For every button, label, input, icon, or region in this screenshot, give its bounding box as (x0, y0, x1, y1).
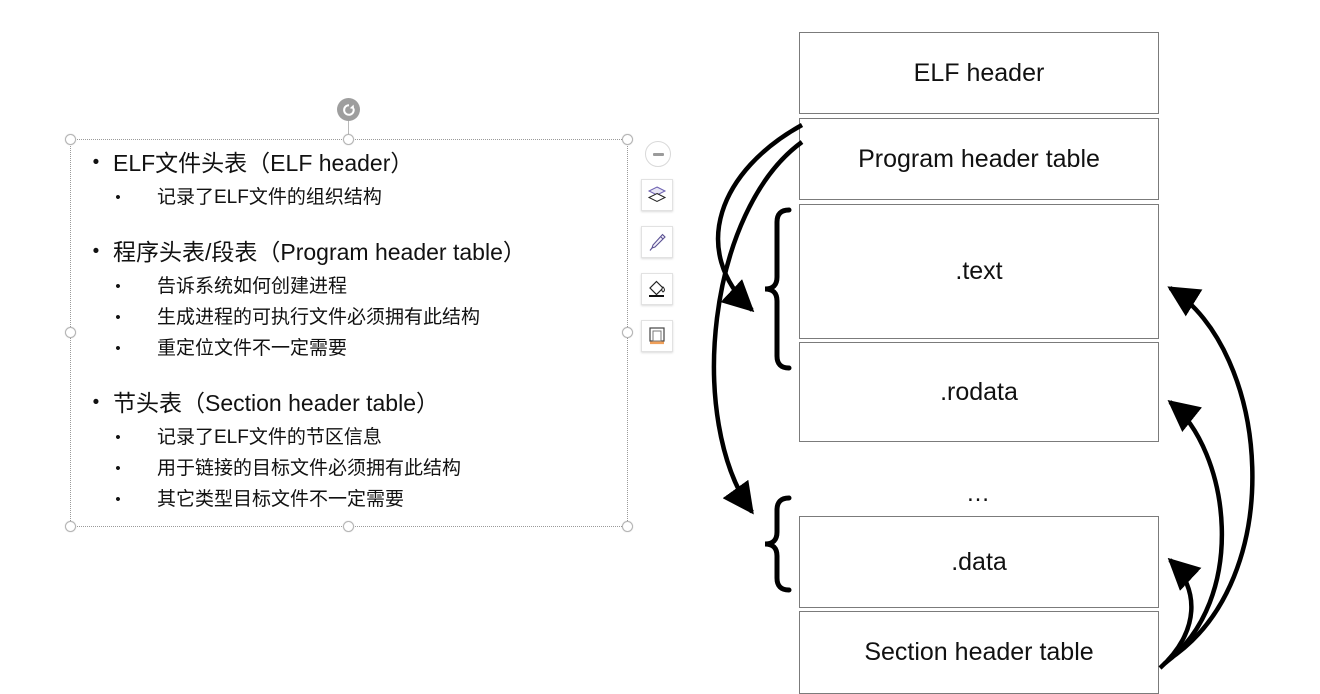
list-item-label: 告诉系统如何创建进程 (157, 276, 348, 297)
shadow-tool-button[interactable] (641, 320, 673, 352)
list-item-label: 程序头表/段表（Program header table） (113, 239, 526, 265)
resize-handle-bottom-left[interactable] (65, 521, 76, 532)
list-item-label: ELF文件头表（ELF header） (113, 150, 414, 176)
resize-handle-bottom-center[interactable] (343, 521, 354, 532)
list-item-label: 用于链接的目标文件必须拥有此结构 (157, 458, 462, 479)
brace-segments-bottom (764, 495, 792, 593)
resize-handle-middle-right[interactable] (622, 327, 633, 338)
list-item[interactable]: • 记录了ELF文件的组织结构 (79, 182, 619, 213)
resize-handle-middle-left[interactable] (65, 327, 76, 338)
fill-icon (649, 280, 665, 297)
list-item-label: 生成进程的可执行文件必须拥有此结构 (157, 307, 481, 328)
bullet-list: • ELF文件头表（ELF header） • 记录了ELF文件的组织结构 • … (71, 140, 627, 515)
shadow-icon (649, 327, 665, 345)
minus-icon (652, 152, 664, 156)
list-item[interactable]: • ELF文件头表（ELF header） (79, 146, 619, 180)
diagram-box-data-section[interactable]: .data (799, 516, 1159, 608)
resize-handle-top-left[interactable] (65, 134, 76, 145)
list-item-label: 重定位文件不一定需要 (157, 338, 348, 359)
diagram-connectors (711, 123, 1255, 670)
diagram-box-program-header-table[interactable]: Program header table (799, 118, 1159, 200)
bullet-glyph: • (115, 278, 121, 295)
arrow-phdr-to-segments-bottom (711, 140, 804, 515)
arrow-phdr-to-segments-top (715, 123, 804, 313)
resize-handle-bottom-right[interactable] (622, 521, 633, 532)
list-item[interactable]: • 记录了ELF文件的节区信息 (79, 422, 619, 453)
bullet-glyph: • (115, 340, 121, 357)
brush-tool-button[interactable] (641, 226, 673, 258)
text-placeholder[interactable]: • ELF文件头表（ELF header） • 记录了ELF文件的组织结构 • … (65, 134, 633, 532)
arrow-shdr-to-data (1158, 557, 1202, 670)
resize-handle-top-center[interactable] (343, 134, 354, 145)
bullet-glyph: • (92, 241, 100, 262)
list-item[interactable]: • 程序头表/段表（Program header table） (79, 235, 619, 269)
rotation-handle[interactable] (337, 98, 360, 121)
bullet-glyph: • (115, 429, 121, 446)
bullet-glyph: • (115, 189, 121, 206)
arrow-shdr-to-rodata (1162, 400, 1225, 666)
layers-tool-button[interactable] (641, 179, 673, 211)
rotation-handle-stem (348, 118, 349, 140)
bullet-glyph: • (115, 491, 121, 508)
list-item-label: 节头表（Section header table） (113, 390, 439, 416)
list-item-label: 记录了ELF文件的组织结构 (157, 187, 382, 208)
diagram-ellipsis: … (966, 480, 992, 507)
elf-layout-diagram: ELF header Program header table .text .r… (690, 20, 1320, 694)
resize-handle-top-right[interactable] (622, 134, 633, 145)
diagram-box-rodata-section[interactable]: .rodata (799, 342, 1159, 442)
list-item-label: 记录了ELF文件的节区信息 (157, 427, 382, 448)
diagram-box-text-section[interactable]: .text (799, 204, 1159, 339)
list-item[interactable]: • 重定位文件不一定需要 (79, 333, 619, 364)
bullet-glyph: • (115, 309, 121, 326)
floating-toolbar (641, 141, 675, 367)
list-item[interactable]: • 生成进程的可执行文件必须拥有此结构 (79, 302, 619, 333)
list-spacer (79, 364, 619, 386)
layers-icon (647, 186, 667, 203)
bullet-glyph: • (92, 152, 100, 173)
fill-tool-button[interactable] (641, 273, 673, 305)
list-item[interactable]: • 用于链接的目标文件必须拥有此结构 (79, 453, 619, 484)
list-item[interactable]: • 节头表（Section header table） (79, 386, 619, 420)
list-item[interactable]: • 其它类型目标文件不一定需要 (79, 484, 619, 515)
diagram-box-elf-header[interactable]: ELF header (799, 32, 1159, 114)
brush-icon (649, 233, 666, 251)
list-item-label: 其它类型目标文件不一定需要 (157, 489, 405, 510)
brace-segments-top (764, 207, 792, 371)
list-item[interactable]: • 告诉系统如何创建进程 (79, 271, 619, 302)
bullet-glyph: • (115, 460, 121, 477)
arrow-shdr-to-text (1166, 286, 1255, 662)
list-spacer (79, 213, 619, 235)
rotate-icon (342, 103, 355, 116)
bullet-glyph: • (92, 392, 100, 413)
collapse-toolbar-button[interactable] (645, 141, 671, 167)
